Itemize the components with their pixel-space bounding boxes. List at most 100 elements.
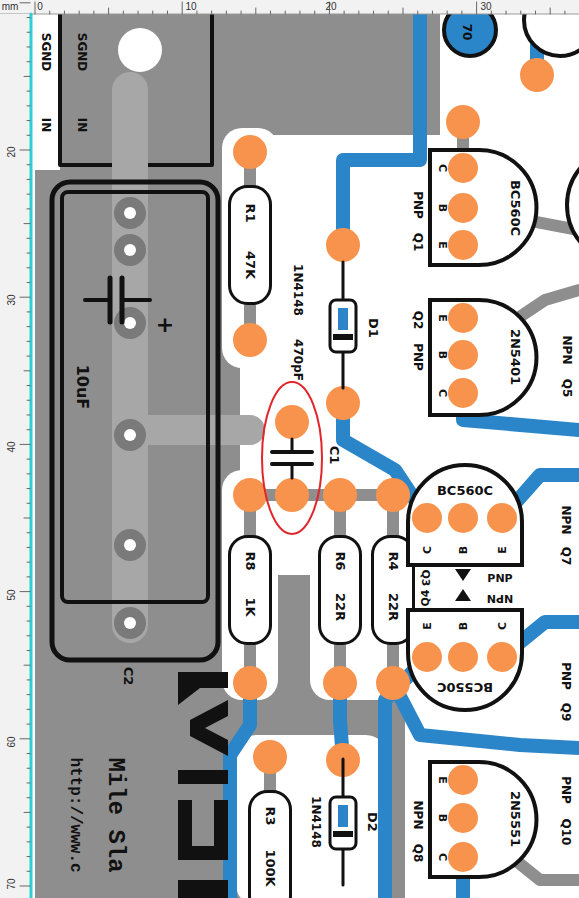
diode-glass	[338, 308, 348, 330]
ruler-number: 50	[7, 589, 17, 600]
ruler-tick	[24, 76, 30, 77]
diode-symbol	[330, 797, 356, 849]
solder-pad	[233, 478, 267, 512]
ruler-tick	[27, 547, 30, 548]
ruler-tick	[27, 356, 30, 357]
transistor-outline	[408, 610, 522, 710]
ruler-tick	[27, 532, 30, 533]
silkscreen-label: Q8	[412, 844, 424, 863]
solder-pad	[233, 135, 267, 169]
ruler-tick	[167, 11, 168, 14]
c2-pad	[114, 419, 146, 451]
silkscreen-label: Q2	[412, 311, 424, 330]
silkscreen-label: Q4	[420, 589, 431, 606]
ruler-tick	[24, 223, 30, 224]
ruler-tick	[388, 11, 389, 14]
transistor-arrow	[455, 589, 471, 601]
ruler-tick	[27, 311, 30, 312]
ruler-edge	[0, 14, 579, 15]
solder-pad	[412, 642, 442, 672]
diode-lead	[342, 262, 345, 300]
part-label: E	[497, 546, 508, 554]
part-label: 1K	[244, 597, 257, 616]
ruler-tick	[27, 841, 30, 842]
ruler-tick	[27, 488, 30, 489]
ruler-tick	[476, 2, 477, 14]
transistor-outline	[430, 300, 536, 415]
ruler-tick	[461, 11, 462, 14]
solder-pad	[412, 503, 442, 533]
capacitor-plate	[272, 462, 312, 466]
ruler-tick	[506, 11, 507, 14]
ruler-tick	[64, 11, 65, 14]
ruler-tick	[49, 11, 50, 14]
part-label: BC550C	[437, 681, 493, 694]
c2-pad-hole	[124, 429, 136, 441]
ruler-tick	[314, 11, 315, 14]
ruler-tick	[24, 518, 30, 519]
ruler-tick	[432, 11, 433, 14]
ruler-tick	[344, 11, 345, 14]
solder-pad	[253, 740, 287, 774]
c2-pad	[114, 529, 146, 561]
ruler-tick	[108, 8, 109, 14]
solder-pad	[448, 230, 478, 260]
ruler-tick	[27, 856, 30, 857]
silkscreen-label: NPN	[487, 593, 513, 604]
part-label: R4	[387, 551, 400, 570]
ruler-tick	[520, 11, 521, 14]
ruler-tick	[27, 32, 30, 33]
silkscreen-label: D1	[367, 318, 380, 338]
c2-pad-hole	[124, 539, 136, 551]
part-label: 22R	[387, 593, 400, 621]
ruler-tick	[27, 576, 30, 577]
diode-band	[333, 831, 353, 837]
part-label: C	[437, 853, 448, 861]
logo-shape	[178, 672, 228, 705]
solder-pad	[448, 193, 478, 223]
capacitor-plate	[120, 278, 125, 322]
mounting-hole	[118, 28, 162, 72]
transistor-arrow	[455, 569, 471, 581]
ruler-tick	[403, 8, 404, 14]
ruler-tick	[123, 11, 124, 14]
logo-shape	[190, 700, 228, 756]
ruler-tick	[417, 11, 418, 14]
c2-pad-hole	[124, 244, 136, 256]
ruler-number: 20	[325, 2, 336, 12]
solder-pad	[275, 478, 309, 512]
resistor-body	[320, 537, 361, 644]
ruler-tick	[358, 11, 359, 14]
solder-pad	[326, 228, 360, 262]
ruler-tick	[27, 341, 30, 342]
part-label: B	[437, 814, 448, 822]
ruler-tick	[27, 326, 30, 327]
silkscreen-label: Q9	[560, 703, 572, 722]
ruler-number: 70	[7, 878, 17, 889]
ruler-tick	[27, 694, 30, 695]
ruler-tick	[24, 665, 30, 666]
resistor-body: R622R	[318, 535, 362, 645]
ruler-tick	[27, 400, 30, 401]
silkscreen-label: 1N4148	[310, 796, 322, 848]
part-label: B	[458, 546, 469, 554]
ruler-tick	[20, 886, 30, 887]
ground-plane	[240, 14, 440, 135]
ruler-tick	[27, 17, 30, 18]
ruler-tick	[27, 503, 30, 504]
ruler-tick	[152, 11, 153, 14]
part-label: E	[437, 241, 448, 249]
transistor-outline: BC560CCBE	[408, 465, 522, 565]
capacitor-outline	[62, 192, 208, 602]
ruler-tick	[27, 768, 30, 769]
silkscreen-label: Q7	[560, 547, 572, 566]
part-label: BC560C	[437, 484, 493, 497]
ruler-number: 30	[480, 2, 491, 12]
part-label: R3	[264, 806, 277, 825]
ruler-tick	[27, 621, 30, 622]
c2-pad-hole	[124, 617, 136, 629]
silkscreen-label: SGND	[76, 33, 88, 72]
capacitor-plate	[108, 278, 113, 322]
